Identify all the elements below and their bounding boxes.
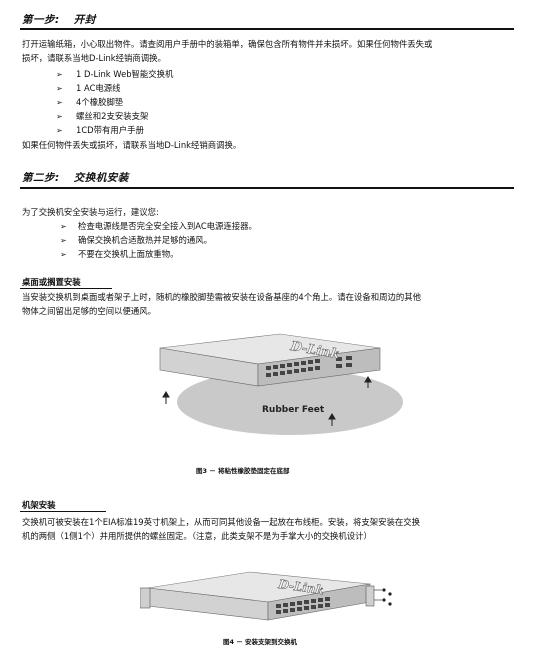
list-item: ➢ 1 D-Link Web智能交换机 (56, 68, 173, 81)
desktop-line1: 当安装交换机到桌面或者架子上时，随机的橡胶脚垫需被安装在设备基座的4个角上。请在… (22, 292, 421, 302)
step1-label: 第一步: (22, 14, 60, 26)
rubber-feet-label: Rubber Feet (262, 405, 325, 415)
step1-intro-line2: 损坏，请联系当地D-Link经销商调换。 (22, 53, 166, 63)
step1-intro-line1: 打开运输纸箱，小心取出物件。请查阅用户手册中的装箱单，确保包含所有物件并未损坏。… (22, 39, 433, 49)
arrow-bullet-icon: ➢ (60, 250, 67, 259)
list-item: ➢ 4个橡胶脚垫 (56, 96, 123, 109)
step1-intro: 打开运输纸箱，小心取出物件。请查阅用户手册中的装箱单，确保包含所有物件并未损坏。… (22, 37, 514, 65)
dlink-logo: D-Link (277, 577, 325, 597)
step2-label: 第二步: (22, 172, 60, 184)
list-item-text: 不要在交换机上面放重物。 (78, 249, 179, 259)
figure3-caption: 图3 － 将粘性橡胶垫固定在底部 (196, 467, 290, 475)
arrow-bullet-icon: ➢ (56, 98, 63, 107)
list-item-text: 螺丝和2支安装支架 (76, 111, 149, 121)
step1-divider (20, 28, 514, 30)
list-item-text: 1CD带有用户手册 (76, 125, 144, 135)
desktop-paragraph: 当安装交换机到桌面或者架子上时，随机的橡胶脚垫需被安装在设备基座的4个角上。请在… (22, 290, 514, 318)
list-item: ➢ 确保交换机合适散热并足够的通风。 (60, 234, 212, 247)
screws-icon (382, 588, 392, 606)
desktop-subheading: 桌面或搁置安装 (22, 277, 81, 287)
rack-subheading-underline (20, 511, 106, 512)
arrow-bullet-icon: ➢ (56, 112, 63, 121)
list-item: ➢ 检查电源线是否完全安全接入到AC电源连接器。 (60, 220, 257, 233)
list-item: ➢ 螺丝和2支安装支架 (56, 110, 148, 123)
list-item-text: 4个橡胶脚垫 (76, 97, 124, 107)
rubber-feet-arrows (162, 376, 372, 426)
arrow-bullet-icon: ➢ (60, 236, 67, 245)
step1-heading: 第一步: 开封 (22, 12, 512, 27)
arrow-bullet-icon: ➢ (56, 126, 63, 135)
step2-divider (20, 187, 514, 189)
step2-title: 交换机安装 (73, 172, 129, 184)
list-item-text: 检查电源线是否完全安全接入到AC电源连接器。 (78, 221, 257, 231)
list-item-text: 1 D-Link Web智能交换机 (76, 69, 174, 79)
rack-paragraph: 交换机可被安装在1个EIA标准19英寸机架上，从而可同其他设备一起放在布线柜。安… (22, 515, 514, 543)
list-item: ➢ 不要在交换机上面放重物。 (60, 248, 179, 261)
arrow-bullet-icon: ➢ (60, 222, 67, 231)
step1-outro: 如果任何物件丢失或损坏，请联系当地D-Link经销商调换。 (22, 140, 242, 150)
arrow-bullet-icon: ➢ (56, 84, 63, 93)
step2-heading: 第二步: 交换机安装 (22, 170, 512, 185)
list-item-text: 确保交换机合适散热并足够的通风。 (78, 235, 212, 245)
list-item: ➢ 1 AC电源线 (56, 82, 121, 95)
rack-line1: 交换机可被安装在1个EIA标准19英寸机架上，从而可同其他设备一起放在布线柜。安… (22, 517, 420, 527)
list-item-text: 1 AC电源线 (76, 83, 121, 93)
floor-shadow (177, 369, 403, 435)
right-bracket (365, 585, 375, 607)
step2-intro: 为了交换机安全安装与运行，建议您: (22, 207, 159, 217)
rack-subheading: 机架安装 (22, 500, 56, 510)
rack-mount-figure: D-Link (140, 571, 392, 621)
desktop-line2: 物体之间留出足够的空间以便通风。 (22, 306, 156, 316)
desktop-subheading-underline (20, 288, 112, 289)
arrow-bullet-icon: ➢ (56, 70, 63, 79)
figure4-caption: 图4 － 安装支架到交换机 (223, 638, 298, 646)
left-bracket (140, 587, 151, 609)
step1-title: 开封 (73, 14, 96, 26)
list-item: ➢ 1CD带有用户手册 (56, 124, 144, 137)
rack-line2: 机的两侧（1侧1个）并用所提供的螺丝固定。（注意，此类支架不是为手掌大小的交换机… (22, 531, 372, 541)
switch-rubber-feet-figure: D-Link Rubber Feet (159, 333, 403, 435)
